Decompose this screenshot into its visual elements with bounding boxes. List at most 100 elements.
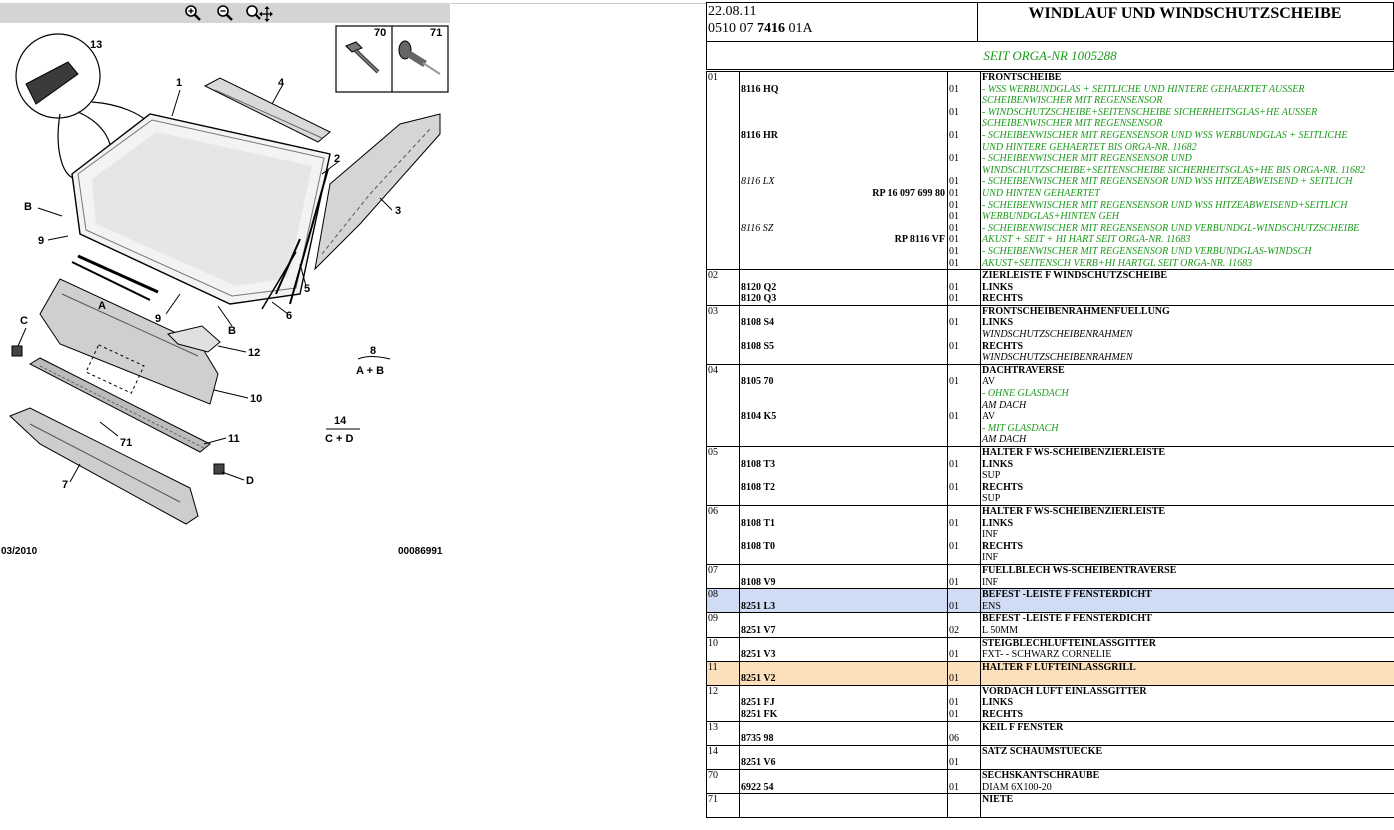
quantity-cell: 02	[947, 612, 981, 638]
part-reference[interactable]: 6922 54	[741, 781, 774, 793]
part-reference	[741, 365, 947, 376]
quantity: 01	[949, 293, 959, 305]
description-cell: SATZ SCHAUMSTUECKE	[980, 744, 1394, 771]
part-reference[interactable]: 8251 FK	[741, 709, 778, 721]
part-reference	[741, 662, 947, 673]
quantity	[949, 506, 980, 517]
part-reference[interactable]: 8108 T2	[741, 481, 775, 493]
description-line: SUP	[982, 493, 1001, 505]
quantity	[949, 352, 980, 363]
part-reference[interactable]: 8120 Q3	[741, 293, 777, 305]
description-line: UND HINTEN GEHAERTET	[982, 187, 1100, 199]
description-line: ENS	[982, 600, 1001, 612]
description-line: - MIT GLASDACH	[982, 422, 1059, 434]
zoom-out-icon[interactable]	[215, 4, 235, 22]
part-reference	[741, 400, 947, 412]
description-line: DIAM 6X100-20	[982, 781, 1052, 793]
part-reference[interactable]: 8251 V3	[741, 649, 776, 661]
part-reference[interactable]: 8116 HR	[741, 129, 778, 141]
description-line: RECHTS	[982, 293, 1024, 305]
part-reference	[741, 258, 947, 269]
part-reference	[741, 795, 947, 806]
parts-exploded-diagram: 13 1 4 2 3 B 9 A 9 B 5 6 C 12 8 A + B 10…	[9, 25, 449, 525]
part-reference[interactable]: 8116 SZ	[741, 222, 774, 234]
part-reference[interactable]: 8108 T3	[741, 458, 775, 470]
part-reference[interactable]: 8251 V2	[741, 673, 776, 685]
position-cell: 10	[706, 636, 740, 662]
quantity	[949, 447, 980, 458]
description-line: RECHTS	[982, 540, 1024, 552]
part-reference[interactable]: 8116 LX	[741, 176, 775, 188]
quantity: 01	[949, 281, 959, 293]
part-reference[interactable]: 8116 HQ	[741, 83, 779, 95]
part-reference[interactable]: 8105 70	[741, 376, 774, 388]
part-reference	[741, 211, 947, 223]
part-reference[interactable]: 8104 K5	[741, 411, 777, 423]
leader-lines	[17, 85, 393, 483]
part-reference[interactable]: 8108 S5	[741, 340, 775, 352]
description-line: BEFEST -LEISTE F FENSTERDICHT	[982, 613, 1152, 625]
description-line	[982, 673, 1394, 684]
part-reference	[741, 590, 947, 601]
description-line: SUP	[982, 470, 1001, 482]
description-line: ZIERLEISTE F WINDSCHUTZSCHEIBE	[982, 270, 1168, 282]
part-reference[interactable]: 8251 FJ	[741, 697, 775, 709]
part-reference	[741, 246, 947, 258]
quantity-cell: 01	[947, 563, 981, 590]
table-row[interactable]: 01 8116 HQ 8116 HR 8116 LX RP 16 097 699 80 8…	[706, 70, 1394, 271]
description-line: FUELLBLECH WS-SCHEIBENTRAVERSE	[982, 564, 1177, 576]
part-reference[interactable]: 8108 T1	[741, 517, 775, 529]
part-reference[interactable]: 8251 V6	[741, 757, 776, 769]
part-reference[interactable]: 8108 S4	[741, 317, 775, 329]
part-reference[interactable]: 8108 T0	[741, 540, 775, 552]
description-line: WERBUNDGLAS+HINTEN GEH	[982, 211, 1120, 223]
quantity	[949, 434, 980, 445]
quantity: 01	[949, 176, 959, 188]
pan-icon[interactable]	[245, 4, 273, 22]
header-code: 0510 07 7416 01A	[708, 21, 813, 36]
quantity: 01	[949, 83, 959, 95]
quantity: 01	[949, 245, 959, 257]
reference-cell: 8251 V2	[739, 660, 948, 686]
part-reference	[741, 95, 947, 107]
position-number: 11	[708, 661, 718, 673]
quantity	[949, 400, 980, 412]
part-reference[interactable]: 8120 Q2	[741, 281, 777, 293]
position-number: 13	[708, 721, 718, 733]
part-reference[interactable]: 8251 L3	[741, 600, 776, 612]
zoom-in-icon[interactable]	[183, 4, 203, 22]
description-line: WINDSCHUTZSCHEIBENRAHMEN	[982, 352, 1133, 364]
quantity: 01	[949, 187, 959, 199]
part-reference[interactable]: 8251 V7	[741, 624, 776, 636]
callout-label: 6	[286, 310, 292, 322]
description-line: LINKS	[982, 281, 1014, 293]
description-line: - OHNE GLASDACH	[982, 388, 1069, 400]
description-line: - SCHEIBENWISCHER MIT REGENSENSOR UND VE…	[982, 222, 1360, 234]
part-reference[interactable]: 8735 98	[741, 733, 774, 745]
part-reference	[741, 493, 947, 504]
reference-cell: 8105 70 8104 K5	[739, 363, 948, 448]
callout-label: 10	[250, 393, 262, 405]
part-reference[interactable]: 8108 V9	[741, 576, 776, 588]
replacement-reference: RP 16 097 699 80	[872, 187, 945, 199]
reference-cell: 8251 V3	[739, 636, 948, 662]
